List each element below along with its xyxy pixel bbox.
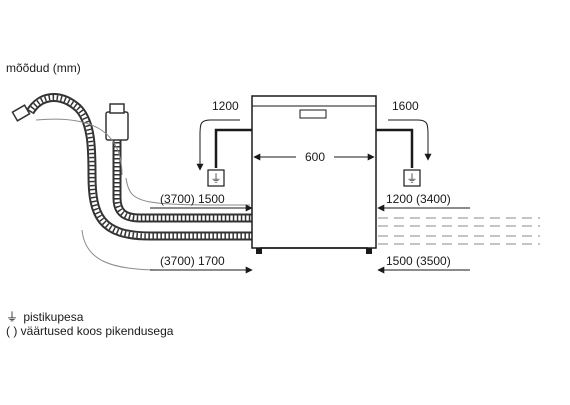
right-power-cable: ⏚ 1600 <box>376 99 432 187</box>
lower-dimensions: (3700) 1700 1500 (3500) <box>150 254 470 274</box>
legend-extension: ( ) väärtused koos pikendusega <box>6 324 173 338</box>
drain-hose <box>11 93 252 241</box>
inlet-hose <box>105 103 252 223</box>
units-title: mõõdud (mm) <box>6 61 81 75</box>
left-power-cable: ⏚ 1200 <box>196 99 252 187</box>
aquastop-valve <box>105 111 129 141</box>
width-label: 600 <box>305 150 325 164</box>
extension-lines <box>378 217 540 245</box>
legend-extension-symbol: ( ) <box>6 324 18 338</box>
lower-right-length: 1500 (3500) <box>386 254 451 268</box>
right-drain-height: 1600 <box>392 99 419 113</box>
dishwasher-body <box>251 95 377 254</box>
right-socket <box>403 169 421 187</box>
control-panel <box>299 109 327 119</box>
legend-extension-label: väärtused koos pikendusega <box>20 324 174 338</box>
lower-left-length: (3700) 1700 <box>160 254 225 268</box>
upper-right-length: 1200 (3400) <box>386 192 451 206</box>
legend-socket-label: pistikupesa <box>23 310 84 324</box>
svg-text:⏚: ⏚ <box>211 172 222 185</box>
upper-left-length: (3700) 1500 <box>160 192 225 206</box>
svg-text:⏚: ⏚ <box>407 172 418 185</box>
legend-socket: ⏚ pistikupesa <box>6 310 83 324</box>
socket-icon: ⏚ <box>6 310 19 324</box>
upper-dimensions: (3700) 1500 1200 (3400) <box>150 192 470 212</box>
width-dimension: 600 <box>253 150 375 164</box>
left-socket <box>207 169 225 187</box>
left-drain-height: 1200 <box>212 99 239 113</box>
